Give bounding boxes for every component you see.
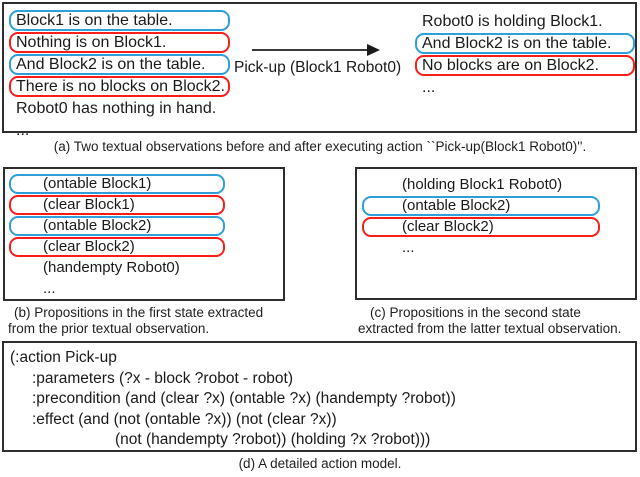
caption-b-line2: from the prior textual observation. — [8, 320, 210, 336]
observation-row: Robot0 has nothing in hand. — [16, 100, 217, 117]
caption-b-line1: (b) Propositions in the first state extr… — [14, 305, 264, 320]
observation-before-list: Block1 is on the table. Nothing is on Bl… — [9, 10, 230, 142]
panel-a-observations-box: Block1 is on the table. Nothing is on Bl… — [2, 2, 637, 139]
arrow-head-icon — [367, 44, 380, 56]
caption-c: (c) Propositions in the second state ext… — [358, 305, 640, 336]
arrow-shaft — [252, 49, 368, 51]
observation-after-list: Robot0 is holding Block1. And Block2 is … — [415, 11, 635, 99]
action-arrow-group: Pick-up (Block1 Robot0) — [234, 44, 402, 77]
ellipsis-text: ... — [422, 79, 436, 96]
proposition-row: (ontable Block2) — [362, 196, 600, 216]
proposition-row: (holding Block1 Robot0) — [402, 176, 563, 193]
proposition-row: (clear Block1) — [9, 195, 225, 215]
observation-row: No blocks are on Block2. — [415, 55, 635, 76]
proposition-row: (ontable Block2) — [9, 216, 225, 236]
ellipsis-text: ... — [402, 239, 415, 256]
right-arrow-icon — [252, 44, 380, 56]
observation-row: Robot0 is holding Block1. — [422, 13, 603, 30]
caption-c-line1: (c) Propositions in the second state — [370, 305, 581, 320]
panel-b-propositions-box: (ontable Block1) (clear Block1) (ontable… — [3, 167, 285, 301]
observation-row: And Block2 is on the table. — [415, 33, 635, 54]
caption-d: (d) A detailed action model. — [238, 456, 402, 471]
proposition-row: (clear Block2) — [9, 237, 225, 257]
caption-a: (a) Two textual observations before and … — [53, 139, 587, 154]
code-line: (:action Pick-up — [10, 349, 117, 366]
code-line: :effect (and (not (ontable ?x)) (not (cl… — [32, 410, 337, 428]
code-line: :parameters (?x - block ?robot - robot) — [32, 369, 294, 387]
proposition-row: (ontable Block1) — [9, 174, 225, 194]
panel-d-action-model-box: (:action Pick-up :parameters (?x - block… — [2, 341, 637, 452]
caption-c-line2: extracted from the latter textual observ… — [358, 320, 622, 336]
observation-row: Nothing is on Block1. — [9, 32, 230, 53]
proposition-list-second-state: (holding Block1 Robot0) (ontable Block2)… — [362, 175, 600, 259]
observation-row: And Block2 is on the table. — [9, 54, 230, 75]
code-line: (not (handempty ?robot)) (holding ?x ?ro… — [115, 431, 431, 448]
proposition-row: (clear Block2) — [362, 217, 600, 237]
action-label: Pick-up (Block1 Robot0) — [234, 59, 402, 76]
ellipsis-text: ... — [16, 122, 30, 139]
pddl-action-model: (:action Pick-up :parameters (?x - block… — [10, 348, 630, 451]
code-line: :precondition (and (clear ?x) (ontable ?… — [32, 390, 456, 407]
proposition-list-first-state: (ontable Block1) (clear Block1) (ontable… — [9, 174, 225, 300]
proposition-row: (handempty Robot0) — [43, 259, 180, 276]
observation-row: There is no blocks on Block2. — [9, 76, 230, 97]
panel-c-propositions-box: (holding Block1 Robot0) (ontable Block2)… — [355, 167, 637, 300]
caption-b: (b) Propositions in the first state extr… — [8, 305, 284, 336]
observation-row: Block1 is on the table. — [9, 10, 230, 31]
ellipsis-text: ... — [43, 280, 56, 297]
